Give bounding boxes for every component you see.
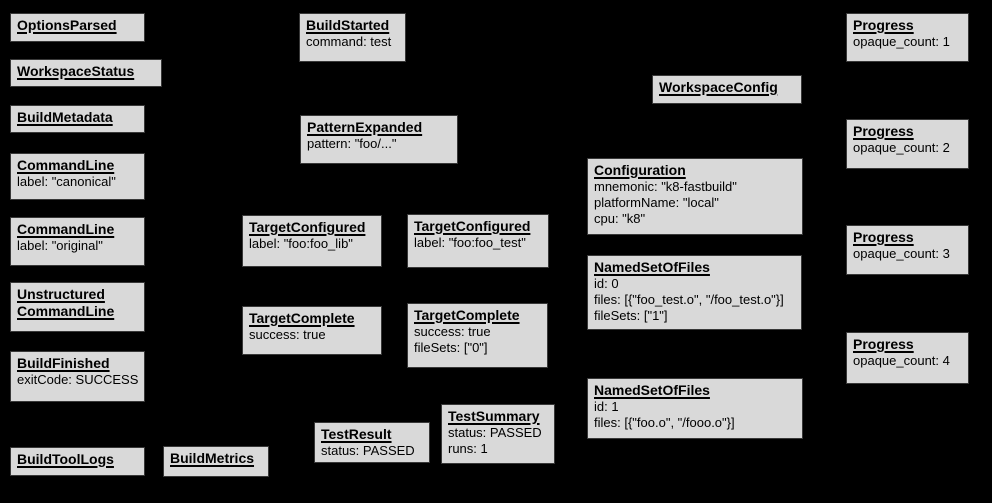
event-node-options-parsed: OptionsParsed bbox=[10, 13, 145, 42]
event-node-progress-2: Progress opaque_count: 2 bbox=[846, 119, 969, 169]
event-node-build-finished: BuildFinished exitCode: SUCCESS bbox=[10, 351, 145, 402]
event-node-title: BuildFinished bbox=[17, 355, 110, 371]
event-node-target-configured-lib: TargetConfigured label: "foo:foo_lib" bbox=[242, 215, 382, 267]
event-node-title: Configuration bbox=[594, 162, 686, 178]
event-node-field: opaque_count: 3 bbox=[853, 246, 950, 261]
event-node-title: BuildMetrics bbox=[170, 450, 255, 466]
event-node-title: PatternExpanded bbox=[307, 119, 423, 135]
event-node-build-started: BuildStarted command: test bbox=[299, 13, 406, 62]
event-node-field: id: 1 bbox=[594, 399, 619, 414]
event-node-title: BuildMetadata bbox=[17, 109, 113, 125]
event-node-title: Unstructured CommandLine bbox=[17, 286, 115, 319]
event-node-field: mnemonic: "k8-fastbuild" bbox=[594, 179, 737, 194]
event-node-target-configured-test: TargetConfigured label: "foo:foo_test" bbox=[407, 214, 549, 268]
event-node-build-metrics: BuildMetrics bbox=[163, 446, 269, 477]
event-node-title: Progress bbox=[853, 336, 914, 352]
event-node-field: opaque_count: 1 bbox=[853, 34, 950, 49]
event-node-progress-4: Progress opaque_count: 4 bbox=[846, 332, 969, 384]
event-node-field: opaque_count: 4 bbox=[853, 353, 950, 368]
event-node-title: CommandLine bbox=[17, 157, 115, 173]
event-node-field: label: "original" bbox=[17, 238, 103, 253]
event-node-field: status: PASSED bbox=[448, 425, 542, 440]
event-node-field: runs: 1 bbox=[448, 441, 488, 456]
event-node-progress-3: Progress opaque_count: 3 bbox=[846, 225, 969, 275]
event-node-field: command: test bbox=[306, 34, 392, 49]
event-node-workspace-config: WorkspaceConfig bbox=[652, 75, 802, 104]
event-node-title: OptionsParsed bbox=[17, 17, 117, 33]
event-node-field: label: "canonical" bbox=[17, 174, 116, 189]
event-node-progress-1: Progress opaque_count: 1 bbox=[846, 13, 969, 62]
event-node-field: files: [{"foo_test.o", "/foo_test.o"}] bbox=[594, 292, 784, 307]
event-node-field: exitCode: SUCCESS bbox=[17, 372, 139, 387]
event-node-build-tool-logs: BuildToolLogs bbox=[10, 447, 145, 476]
event-node-test-summary: TestSummary status: PASSED runs: 1 bbox=[441, 404, 555, 464]
event-node-title: TargetConfigured bbox=[249, 219, 366, 235]
event-node-field: status: PASSED bbox=[321, 443, 415, 458]
event-node-title: Progress bbox=[853, 17, 914, 33]
event-node-field: fileSets: ["1"] bbox=[594, 308, 668, 323]
event-node-target-complete-test: TargetComplete success: true fileSets: [… bbox=[407, 303, 548, 368]
event-node-field: id: 0 bbox=[594, 276, 619, 291]
event-node-named-set-of-files-0: NamedSetOfFiles id: 0 files: [{"foo_test… bbox=[587, 255, 802, 330]
event-node-field: success: true bbox=[249, 327, 326, 342]
event-node-unstructured-command-line: Unstructured CommandLine bbox=[10, 282, 145, 332]
event-node-field: cpu: "k8" bbox=[594, 211, 646, 226]
event-node-command-line-original: CommandLine label: "original" bbox=[10, 217, 145, 266]
event-node-title: BuildStarted bbox=[306, 17, 390, 33]
event-node-build-metadata: BuildMetadata bbox=[10, 105, 145, 133]
event-node-title: NamedSetOfFiles bbox=[594, 382, 710, 398]
event-node-field: pattern: "foo/..." bbox=[307, 136, 397, 151]
event-node-title: TestResult bbox=[321, 426, 392, 442]
event-node-field: fileSets: ["0"] bbox=[414, 340, 488, 355]
event-node-test-result: TestResult status: PASSED bbox=[314, 422, 430, 463]
event-node-field: opaque_count: 2 bbox=[853, 140, 950, 155]
event-node-field: label: "foo:foo_lib" bbox=[249, 236, 353, 251]
event-node-field: files: [{"foo.o", "/fooo.o"}] bbox=[594, 415, 735, 430]
event-node-workspace-status: WorkspaceStatus bbox=[10, 59, 162, 87]
event-node-title: TestSummary bbox=[448, 408, 540, 424]
event-node-field: label: "foo:foo_test" bbox=[414, 235, 526, 250]
event-node-title: TargetConfigured bbox=[414, 218, 531, 234]
event-node-title: WorkspaceConfig bbox=[659, 79, 778, 95]
event-node-title: NamedSetOfFiles bbox=[594, 259, 710, 275]
event-node-title: TargetComplete bbox=[414, 307, 520, 323]
event-node-target-complete-lib: TargetComplete success: true bbox=[242, 306, 382, 355]
event-node-title: Progress bbox=[853, 229, 914, 245]
event-node-title: CommandLine bbox=[17, 221, 115, 237]
event-node-title: TargetComplete bbox=[249, 310, 355, 326]
event-node-field: platformName: "local" bbox=[594, 195, 719, 210]
event-node-configuration: Configuration mnemonic: "k8-fastbuild" p… bbox=[587, 158, 803, 235]
event-node-pattern-expanded: PatternExpanded pattern: "foo/..." bbox=[300, 115, 458, 164]
event-node-command-line-canonical: CommandLine label: "canonical" bbox=[10, 153, 145, 200]
event-node-named-set-of-files-1: NamedSetOfFiles id: 1 files: [{"foo.o", … bbox=[587, 378, 803, 439]
event-node-title: Progress bbox=[853, 123, 914, 139]
event-node-title: BuildToolLogs bbox=[17, 451, 114, 467]
event-node-field: success: true bbox=[414, 324, 491, 339]
event-node-title: WorkspaceStatus bbox=[17, 63, 135, 79]
